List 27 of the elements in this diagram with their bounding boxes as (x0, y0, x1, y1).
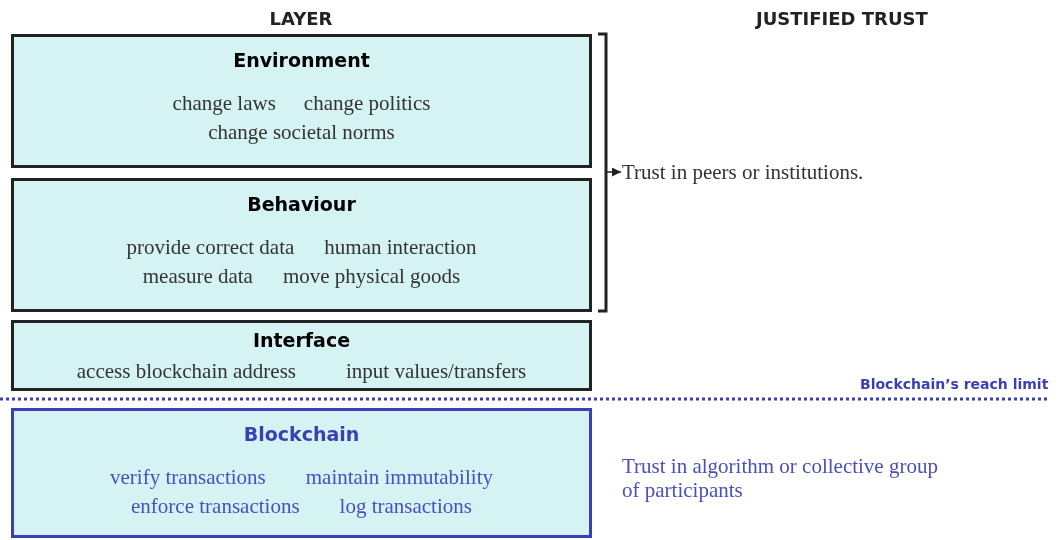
activity-text: enforce transactions (131, 494, 300, 519)
layer-heading: Interface (251, 329, 352, 351)
layer-box (11, 34, 592, 168)
column-header: JUSTIFIED TRUST (756, 8, 928, 29)
activity-text: access blockchain address (76, 359, 296, 384)
layer-box (11, 408, 592, 538)
column-header: LAYER (269, 8, 333, 29)
layer-heading: Behaviour (246, 193, 357, 215)
reach-limit-label: Blockchain’s reach limit (860, 376, 1049, 392)
activity-text: verify transactions (110, 465, 266, 490)
activity-text: measure data (142, 264, 253, 289)
activity-text: provide correct data (126, 235, 295, 260)
trust-note: Trust in algorithm or collective group of participants (622, 454, 939, 502)
layer-box (11, 320, 592, 391)
activity-text: log transactions (339, 494, 472, 519)
trust-note: Trust in peers or institutions. (622, 160, 864, 185)
arrow (605, 167, 622, 177)
activity-text: move physical goods (282, 264, 461, 289)
layer-heading: Blockchain (242, 423, 361, 445)
activity-text: change laws (172, 91, 276, 116)
activity-text: input values/transfers (346, 359, 527, 384)
activity-text: human interaction (324, 235, 477, 260)
activity-text: change societal norms (208, 120, 395, 145)
activity-text: maintain immutability (305, 465, 493, 490)
layer-heading: Environment (232, 49, 371, 71)
layer-box (11, 178, 592, 312)
activity-text: change politics (303, 91, 431, 116)
